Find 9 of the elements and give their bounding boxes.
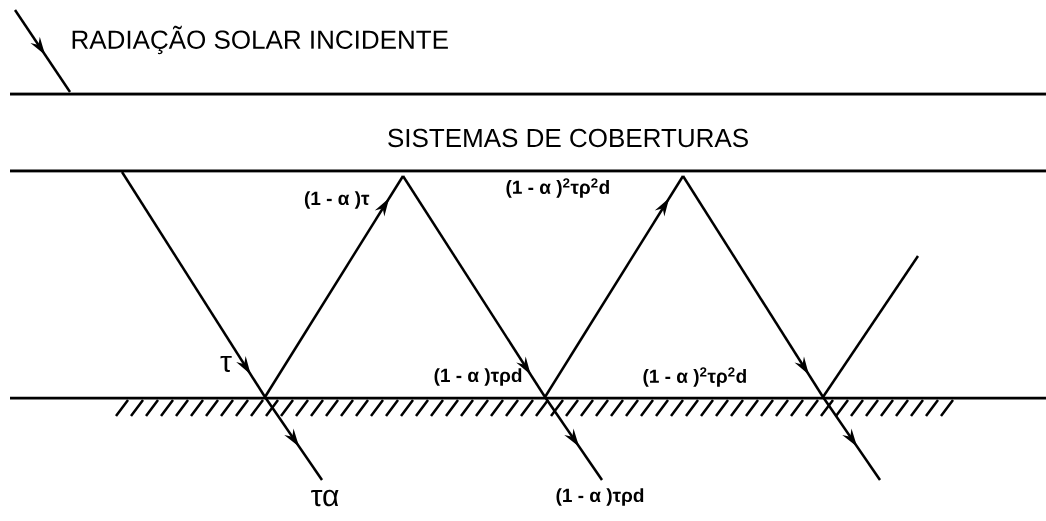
formula-label: τ — [220, 355, 232, 373]
formula-label: (1 - α )τρd — [556, 488, 644, 506]
formula-label: τα — [311, 489, 339, 507]
formula-label: (1 - α )$^{2}$τρ$^{2}$d — [643, 367, 746, 387]
formula-label: (1 - α )$^{2}$τρ$^{2}$d — [506, 178, 609, 198]
formula-label: (1 - α )τ — [304, 191, 370, 209]
formula-label: RADIAÇÃO SOLAR INCIDENTE — [72, 25, 448, 55]
formula-label: (1 - α )τρd — [434, 368, 522, 386]
formula-label: SISTEMAS DE COBERTURAS — [388, 128, 748, 148]
